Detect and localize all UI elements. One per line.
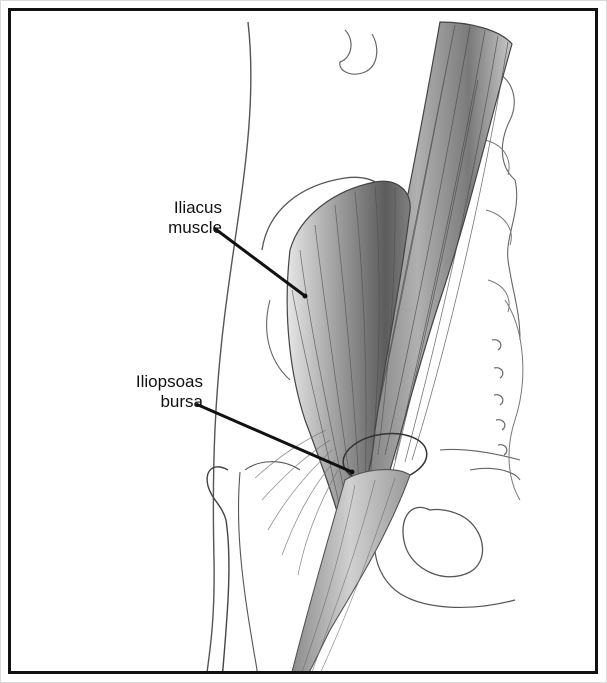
iliacus-label-line2: muscle: [168, 218, 222, 238]
iliacus-label: Iliacus muscle: [168, 198, 222, 238]
sacral-foramen: [492, 340, 501, 350]
bursa-label: Iliopsoas bursa: [136, 372, 203, 412]
obturator-ring: [403, 507, 483, 576]
spine-outline: [490, 70, 520, 340]
bursa-pointer-dot: [350, 470, 355, 475]
iliopsoas-tendon: [290, 470, 410, 680]
bursa-label-line2: bursa: [136, 392, 203, 412]
bursa-label-line1: Iliopsoas: [136, 372, 203, 392]
iliacus-pointer-dot: [303, 294, 308, 299]
iliacus-label-line1: Iliacus: [168, 198, 222, 218]
vertebra-outline: [340, 30, 377, 74]
